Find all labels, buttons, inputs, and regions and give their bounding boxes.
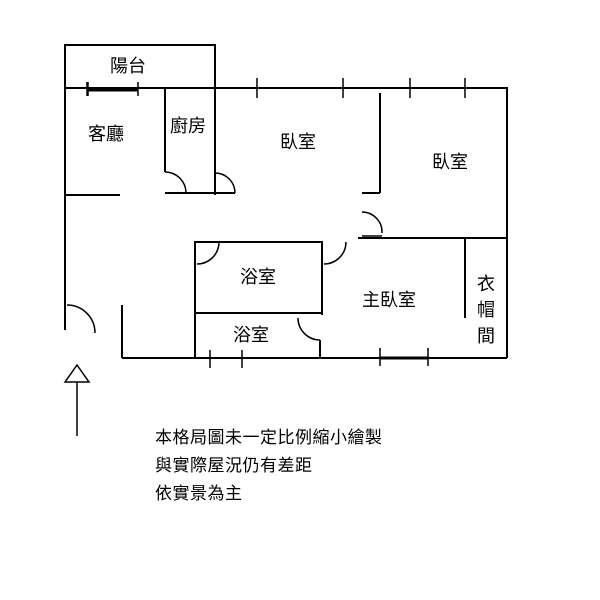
room-label-closet: 帽 — [477, 300, 495, 321]
room-label-bedroom: 臥室 — [432, 152, 468, 173]
disclaimer-line: 與實際屋況仍有差距 — [155, 456, 313, 476]
room-label-kitchen: 廚房 — [170, 115, 206, 137]
walls — [64, 44, 508, 359]
room-label-balcony: 陽台 — [110, 56, 146, 77]
room-label-bathroom: 浴室 — [233, 325, 269, 346]
up-arrow-icon — [63, 363, 91, 436]
room-label-bathroom: 浴室 — [240, 267, 276, 288]
disclaimer-line: 本格局圖未一定比例縮小繪製 — [155, 428, 383, 448]
room-label-master-bedroom: 主臥室 — [362, 290, 416, 311]
doors — [66, 171, 383, 341]
room-label-living-room: 客廳 — [88, 124, 124, 145]
windows — [86, 78, 466, 368]
disclaimer-line: 依實景為主 — [155, 484, 243, 504]
room-label-bedroom: 臥室 — [280, 132, 316, 153]
room-label-closet: 衣 — [477, 274, 495, 295]
room-label-closet: 間 — [477, 326, 495, 347]
